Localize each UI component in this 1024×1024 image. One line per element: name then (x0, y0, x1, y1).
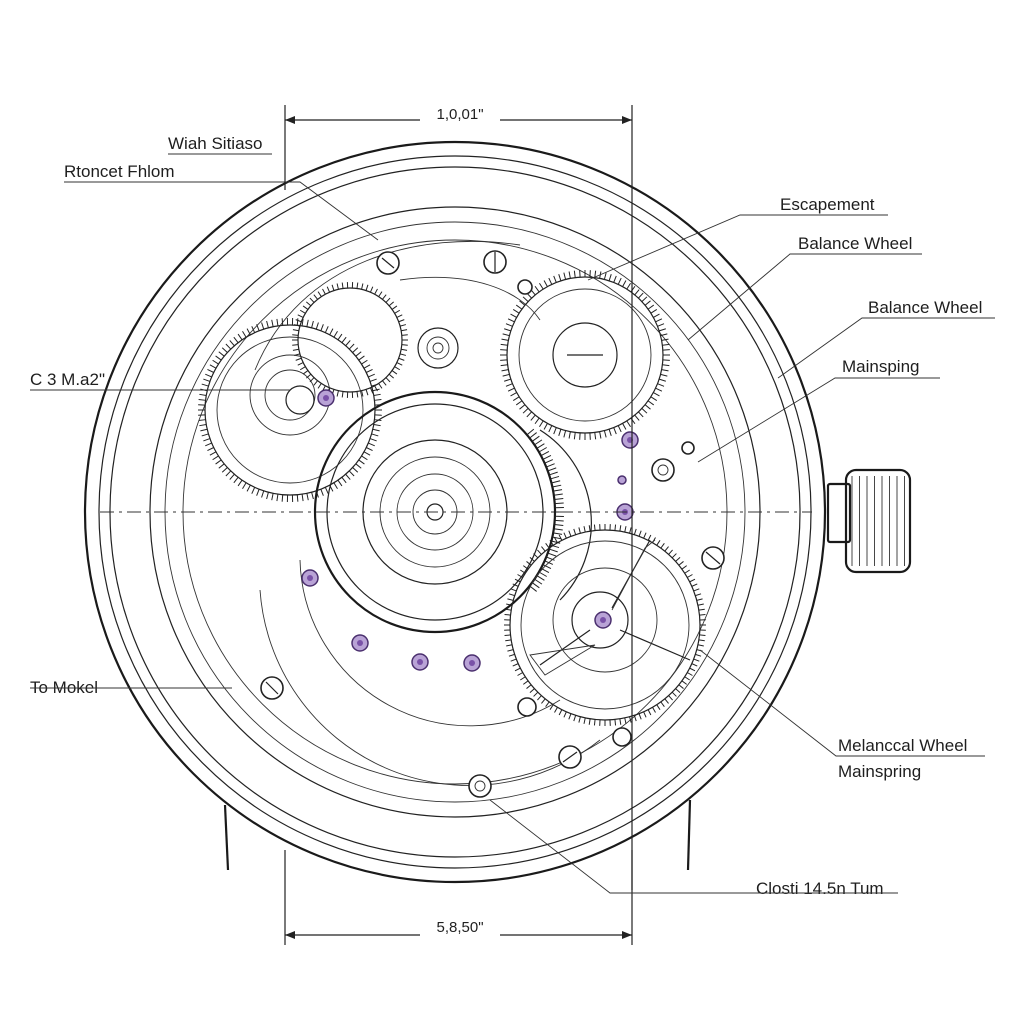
escape-wheel (500, 270, 670, 440)
label-c3-text: C 3 M.a2" (30, 370, 105, 389)
screw (376, 251, 400, 275)
jewel (463, 654, 481, 672)
screw (260, 676, 284, 700)
ratchet-wheel (198, 318, 382, 502)
jewel (301, 569, 319, 587)
screw (468, 774, 492, 798)
jewel (617, 475, 627, 485)
label-wish: Wiah Sitiaso (168, 134, 272, 155)
dimension-top-value: 1,0,01" (436, 106, 483, 123)
label-mainspring-2-text: Mainspring (838, 762, 921, 781)
jewel (351, 634, 369, 652)
balance-wheel (504, 524, 706, 726)
jewel (317, 389, 335, 407)
label-mokel: To Mokel (30, 678, 232, 697)
screw (681, 441, 695, 455)
case-lugs (223, 799, 692, 871)
label-escapement-text: Escapement (780, 195, 875, 214)
jewels (301, 389, 639, 672)
label-closti: Closti 14.5n Tum (489, 799, 898, 898)
center-pinion (417, 327, 459, 369)
crown-wheel (292, 282, 408, 398)
third-wheel (526, 428, 592, 601)
dimension-bottom-value: 5,8,50" (436, 919, 483, 936)
label-balance-wheel-2-text: Balance Wheel (868, 298, 982, 317)
jewel (411, 653, 429, 671)
screw (517, 697, 537, 717)
label-wish-text: Wiah Sitiaso (168, 134, 262, 153)
screw (558, 745, 582, 769)
label-mainspring-1: Mainsping (697, 357, 940, 463)
label-closti-text: Closti 14.5n Tum (756, 879, 884, 898)
label-balance-wheel-1: Balance Wheel (687, 234, 922, 341)
label-escapement: Escapement (587, 195, 888, 281)
jewel (594, 611, 612, 629)
label-mainspring-1-text: Mainsping (842, 357, 920, 376)
screw (517, 279, 533, 295)
screw (483, 250, 507, 274)
dimension-top: 1,0,01" (284, 105, 633, 890)
label-c3: C 3 M.a2" (30, 370, 290, 391)
jewel (621, 431, 639, 449)
screws (260, 250, 725, 798)
label-mainspring-2: Mainspring (838, 762, 921, 781)
label-melanccal-wheel-text: Melanccal Wheel (838, 736, 967, 755)
crown (826, 468, 912, 574)
label-ratchet-text: Rtoncet Fhlom (64, 162, 175, 181)
dimension-bottom: 5,8,50" (284, 850, 633, 945)
plate-contours (254, 240, 601, 786)
label-balance-wheel-2: Balance Wheel (777, 298, 995, 379)
label-melanccal-wheel: Melanccal Wheel (699, 649, 985, 757)
screw (701, 546, 725, 570)
label-balance-wheel-1-text: Balance Wheel (798, 234, 912, 253)
label-mokel-text: To Mokel (30, 678, 98, 697)
screw (651, 458, 675, 482)
label-ratchet: Rtoncet Fhlom (64, 162, 379, 241)
screw (612, 727, 632, 747)
